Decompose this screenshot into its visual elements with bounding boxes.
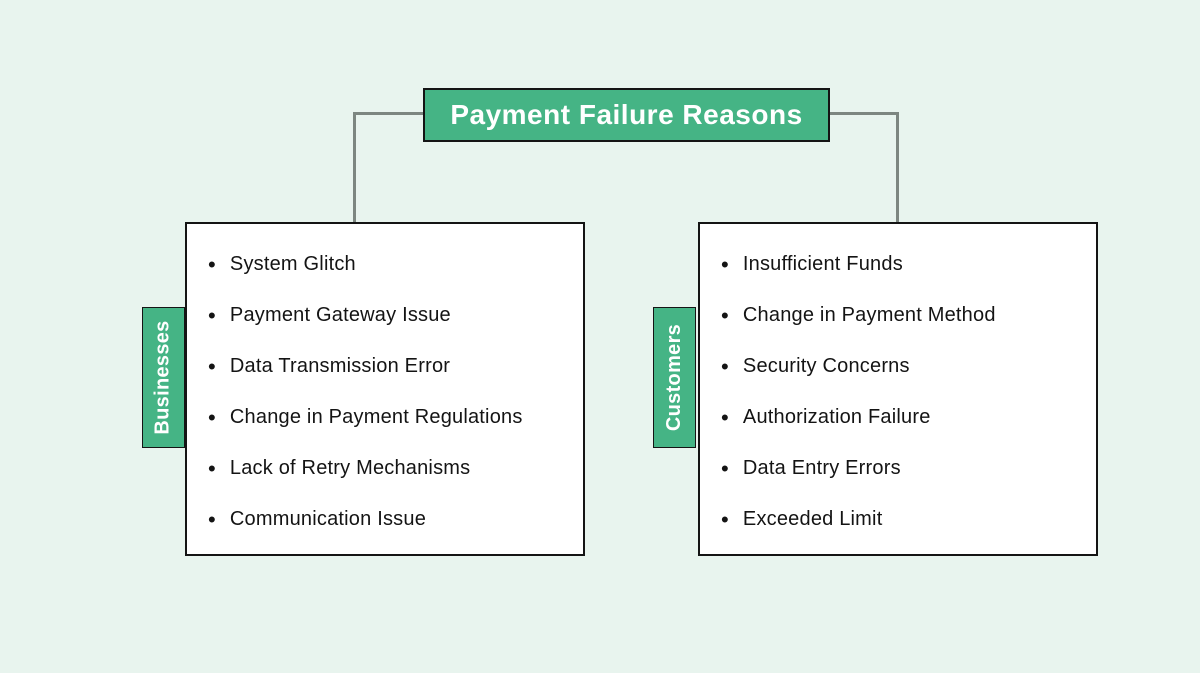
list-item: Authorization Failure	[721, 392, 1096, 443]
group-tab-businesses-label: Businesses	[152, 320, 175, 435]
businesses-reasons-box: System GlitchPayment Gateway IssueData T…	[185, 222, 585, 556]
list-item: Data Entry Errors	[721, 443, 1096, 494]
title-box: Payment Failure Reasons	[423, 88, 830, 142]
list-item: Change in Payment Method	[721, 290, 1096, 341]
customers-reasons-box: Insufficient FundsChange in Payment Meth…	[698, 222, 1098, 556]
connector-left-horizontal	[353, 112, 423, 115]
businesses-reason-list: System GlitchPayment Gateway IssueData T…	[187, 239, 583, 545]
list-item: Exceeded Limit	[721, 494, 1096, 545]
connector-left-vertical	[353, 112, 356, 222]
list-item: Lack of Retry Mechanisms	[208, 443, 583, 494]
customers-reason-list: Insufficient FundsChange in Payment Meth…	[700, 239, 1096, 545]
list-item: Insufficient Funds	[721, 239, 1096, 290]
group-tab-customers: Customers	[653, 307, 696, 448]
group-tab-businesses: Businesses	[142, 307, 185, 448]
list-item: Communication Issue	[208, 494, 583, 545]
diagram-title: Payment Failure Reasons	[450, 99, 803, 130]
connector-right-vertical	[896, 112, 899, 222]
list-item: System Glitch	[208, 239, 583, 290]
connector-right-horizontal	[830, 112, 899, 115]
list-item: Data Transmission Error	[208, 341, 583, 392]
group-tab-customers-label: Customers	[663, 323, 685, 432]
list-item: Payment Gateway Issue	[208, 290, 583, 341]
list-item: Security Concerns	[721, 341, 1096, 392]
list-item: Change in Payment Regulations	[208, 392, 583, 443]
